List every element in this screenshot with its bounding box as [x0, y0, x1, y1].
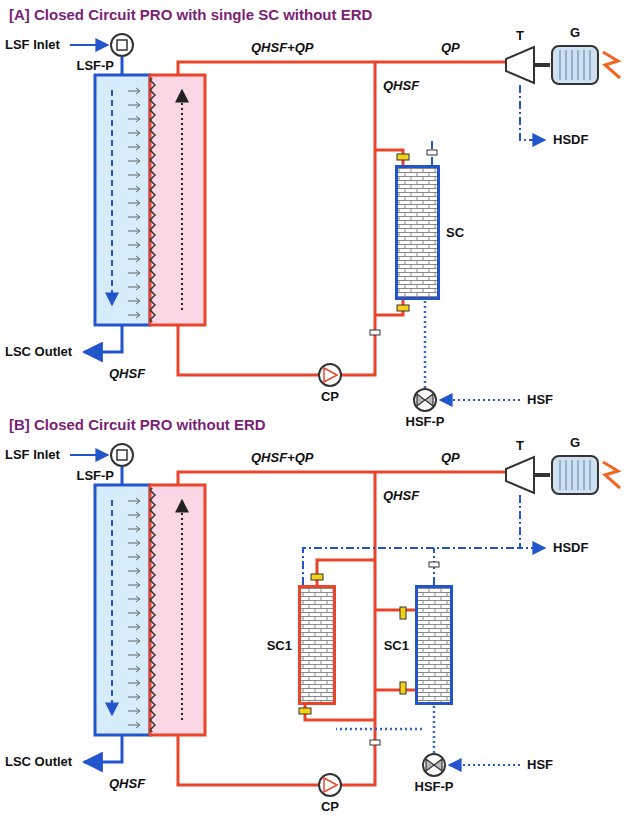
pumpA-symbol	[110, 443, 134, 467]
pumpH-symbol	[422, 753, 446, 777]
node-label: HSF-P	[415, 779, 454, 794]
node-label: G	[570, 435, 580, 450]
node-label: T	[516, 28, 524, 43]
pumpA-symbol	[110, 33, 134, 57]
node-label: SC	[446, 225, 464, 240]
stream-label: LSC Outlet	[4, 344, 73, 359]
node-label: LSF-P	[76, 58, 114, 73]
feed-pump: LSF-P	[110, 443, 134, 467]
generator: G	[550, 452, 600, 498]
stream-label: HSF	[526, 392, 554, 407]
node-label: LSF-P	[76, 468, 114, 483]
flow-label: QP	[440, 40, 461, 55]
gen-symbol	[550, 42, 600, 88]
salinity-cell: SC1	[298, 585, 336, 705]
stream-label: HSDF	[552, 540, 589, 555]
node-label: CP	[321, 799, 339, 814]
circulation-pump: CP	[318, 363, 342, 387]
node-label: SC1	[384, 638, 409, 653]
stream-label: HSDF	[552, 132, 589, 147]
pro-circuit	[70, 45, 620, 375]
pumpC-symbol	[318, 363, 342, 387]
node-label: CP	[321, 389, 339, 404]
stream-label: LSC Outlet	[4, 754, 73, 769]
turbine-symbol	[505, 455, 535, 495]
stream-label: HSF	[526, 757, 554, 772]
turbine-symbol	[505, 45, 535, 85]
node-label: T	[516, 438, 524, 453]
feed-pump: HSF-P	[413, 388, 437, 412]
turbine: T	[505, 45, 535, 85]
flow-label: QHSF+QP	[250, 450, 315, 465]
turbine: T	[505, 455, 535, 495]
node-label: HSF-P	[406, 414, 445, 429]
feed-pump: HSF-P	[422, 753, 446, 777]
flow-label: QHSF	[108, 366, 146, 381]
dual-sc-piping	[298, 495, 545, 765]
panel-title: [B] Closed Circuit PRO without ERD	[8, 416, 267, 434]
stream-label: LSF Inlet	[4, 447, 61, 462]
flow-label: QHSF+QP	[250, 40, 315, 55]
shaft-line	[535, 473, 550, 477]
single-sc-piping	[370, 85, 545, 400]
panel-title: [A] Closed Circuit PRO with single SC wi…	[8, 6, 373, 24]
feed-line	[424, 300, 427, 388]
node-label: G	[570, 25, 580, 40]
generator: G	[550, 42, 600, 88]
shaft-line	[535, 63, 550, 67]
flow-label: QHSF	[382, 78, 420, 93]
flow-label: QP	[440, 450, 461, 465]
feed-line	[433, 705, 436, 753]
gen-symbol	[550, 452, 600, 498]
feed-pump: LSF-P	[110, 33, 134, 57]
flow-label: QHSF	[382, 488, 420, 503]
feed-line	[336, 728, 422, 731]
salinity-cell: SC	[395, 165, 440, 300]
pumpH-symbol	[413, 388, 437, 412]
flow-label: QHSF	[108, 776, 146, 791]
node-label: SC1	[267, 638, 292, 653]
circulation-pump: CP	[318, 773, 342, 797]
pumpC-symbol	[318, 773, 342, 797]
salinity-cell: SC1	[415, 585, 453, 705]
stream-label: LSF Inlet	[4, 37, 61, 52]
